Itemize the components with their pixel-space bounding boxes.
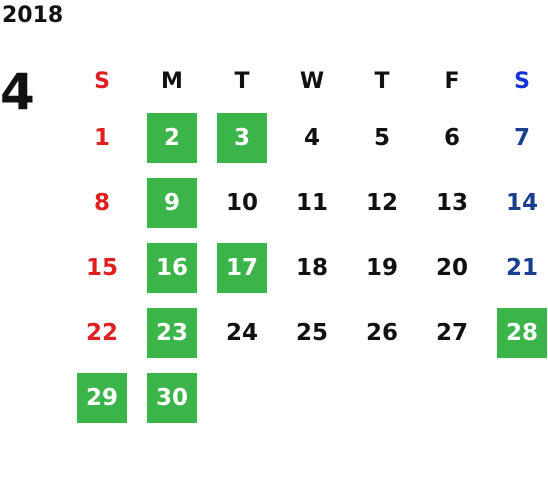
day-number[interactable]: 11 (295, 189, 328, 216)
day-number[interactable]: 23 (147, 307, 197, 358)
day-cell: 11 (277, 170, 347, 235)
day-cell: 21 (487, 235, 548, 300)
day-number (217, 373, 267, 423)
calendar-grid: S M T W T F S 1 2 3 4 5 6 7 8 9 10 11 12… (67, 57, 548, 430)
day-cell: 17 (207, 235, 277, 300)
day-number[interactable]: 5 (373, 124, 390, 151)
day-number[interactable]: 19 (365, 254, 398, 281)
day-cell: 22 (67, 300, 137, 365)
day-number[interactable]: 2 (147, 112, 197, 163)
day-cell: 12 (347, 170, 417, 235)
weekday-header-sun: S (67, 57, 137, 105)
day-cell: 28 (487, 300, 548, 365)
day-number[interactable]: 16 (147, 242, 197, 293)
day-cell (487, 365, 548, 430)
weekday-label: T (374, 68, 390, 94)
day-cell: 15 (67, 235, 137, 300)
day-number[interactable]: 28 (497, 307, 547, 358)
day-cell: 24 (207, 300, 277, 365)
day-number[interactable]: 21 (505, 254, 538, 281)
day-cell: 10 (207, 170, 277, 235)
day-number[interactable]: 25 (295, 319, 328, 346)
day-cell (417, 365, 487, 430)
day-cell: 8 (67, 170, 137, 235)
day-cell: 25 (277, 300, 347, 365)
day-cell: 3 (207, 105, 277, 170)
day-cell: 7 (487, 105, 548, 170)
day-cell: 27 (417, 300, 487, 365)
day-cell: 1 (67, 105, 137, 170)
day-number[interactable]: 18 (295, 254, 328, 281)
weekday-label: S (94, 68, 110, 94)
day-number[interactable]: 26 (365, 319, 398, 346)
day-cell (207, 365, 277, 430)
day-cell: 30 (137, 365, 207, 430)
weekday-header-mon: M (137, 57, 207, 105)
day-number[interactable]: 13 (435, 189, 468, 216)
weekday-label: T (234, 68, 250, 94)
day-cell: 18 (277, 235, 347, 300)
weekday-header-fri: F (417, 57, 487, 105)
day-cell (347, 365, 417, 430)
day-number[interactable]: 7 (513, 124, 530, 151)
day-number[interactable]: 9 (147, 177, 197, 228)
day-number[interactable]: 27 (435, 319, 468, 346)
day-number (357, 373, 407, 423)
day-cell (277, 365, 347, 430)
day-number[interactable]: 12 (365, 189, 398, 216)
day-number[interactable]: 29 (77, 372, 127, 423)
day-number[interactable]: 14 (505, 189, 538, 216)
day-number (497, 373, 547, 423)
weekday-label: F (444, 68, 460, 94)
day-number[interactable]: 30 (147, 372, 197, 423)
day-cell: 14 (487, 170, 548, 235)
day-number[interactable]: 3 (217, 112, 267, 163)
day-number[interactable]: 24 (225, 319, 258, 346)
calendar-month: 4 (0, 63, 35, 121)
day-number[interactable]: 8 (93, 189, 110, 216)
day-cell: 20 (417, 235, 487, 300)
day-cell: 6 (417, 105, 487, 170)
calendar-year: 2018 (2, 3, 64, 28)
day-number[interactable]: 4 (303, 124, 320, 151)
day-number[interactable]: 6 (443, 124, 460, 151)
day-cell: 16 (137, 235, 207, 300)
weekday-label: M (161, 68, 183, 94)
day-number[interactable]: 17 (217, 242, 267, 293)
day-number[interactable]: 15 (85, 254, 118, 281)
weekday-label: S (514, 68, 530, 94)
day-number[interactable]: 10 (225, 189, 258, 216)
day-number (427, 373, 477, 423)
day-cell: 23 (137, 300, 207, 365)
day-number (287, 373, 337, 423)
day-number[interactable]: 1 (93, 124, 110, 151)
weekday-header-wed: W (277, 57, 347, 105)
day-cell: 5 (347, 105, 417, 170)
weekday-label: W (299, 68, 325, 94)
day-cell: 13 (417, 170, 487, 235)
day-number[interactable]: 22 (85, 319, 118, 346)
day-cell: 9 (137, 170, 207, 235)
day-number[interactable]: 20 (435, 254, 468, 281)
weekday-header-tue: T (207, 57, 277, 105)
day-cell: 4 (277, 105, 347, 170)
day-cell: 19 (347, 235, 417, 300)
weekday-header-thu: T (347, 57, 417, 105)
day-cell: 26 (347, 300, 417, 365)
day-cell: 29 (67, 365, 137, 430)
day-cell: 2 (137, 105, 207, 170)
weekday-header-sat: S (487, 57, 548, 105)
